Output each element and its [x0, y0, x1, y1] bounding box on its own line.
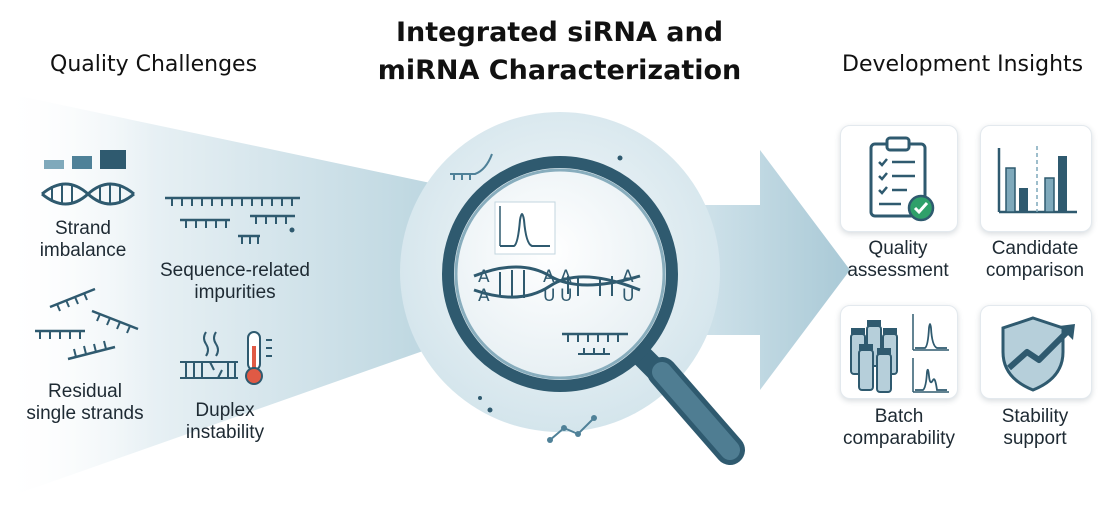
title-line-2: miRNA Characterization	[377, 55, 742, 86]
magnifying-glass-icon	[442, 153, 745, 465]
right-item-3-line2: comparability	[843, 428, 955, 449]
right-item-4-line2: support	[1003, 428, 1067, 449]
right-item-1-line2: assessment	[847, 260, 949, 281]
base-top-3: A	[560, 267, 572, 287]
left-item-4-line2: instability	[185, 422, 265, 443]
right-item-1: Quality assessment	[828, 238, 968, 282]
single-strands-icon	[35, 287, 139, 361]
base-top-1: A	[478, 267, 491, 287]
left-item-2-line1: Sequence-related	[160, 260, 310, 281]
left-item-2: Sequence-related impurities	[150, 260, 320, 304]
duplex-thermometer-icon	[180, 331, 272, 385]
card-batch-comparability	[840, 305, 958, 399]
page-title: Integrated siRNA and miRNA Characterizat…	[0, 14, 1119, 90]
base-top-4: A	[622, 267, 634, 287]
right-item-3: Batch comparability	[828, 406, 970, 450]
sequence-impurities-icon	[165, 196, 300, 244]
left-item-3-line1: Residual	[48, 381, 122, 402]
right-item-2: Candidate comparison	[968, 238, 1102, 282]
floating-strand	[450, 153, 493, 180]
right-item-2-line2: comparison	[985, 260, 1085, 281]
base-top-2: A	[543, 267, 555, 287]
clipboard-check-icon	[869, 136, 935, 222]
base-bottom-4: U	[622, 286, 635, 306]
output-arrow	[700, 150, 850, 390]
right-heading: Development Insights	[842, 52, 1084, 77]
left-item-3: Residual single strands	[10, 381, 160, 425]
left-item-2-line2: impurities	[194, 282, 276, 303]
bar-chart-icon	[997, 146, 1077, 214]
left-item-1: Strand imbalance	[18, 218, 148, 262]
right-item-4-line1: Stability	[1001, 406, 1069, 427]
left-heading: Quality Challenges	[50, 52, 258, 77]
title-line-1: Integrated siRNA and	[395, 17, 724, 48]
left-item-4-line1: Duplex	[195, 400, 255, 421]
left-item-4: Duplex instability	[165, 400, 285, 444]
shield-trend-icon	[1001, 316, 1075, 392]
base-bottom-2: U	[543, 286, 556, 306]
base-bottom-3: U	[560, 286, 573, 306]
strand-imbalance-icon	[41, 150, 135, 206]
left-item-1-line1: Strand	[55, 218, 111, 239]
card-quality-assessment	[840, 125, 958, 232]
left-item-1-line2: imbalance	[39, 240, 127, 261]
card-candidate-comparison	[980, 125, 1092, 232]
card-stability-support	[980, 305, 1092, 399]
right-item-4: Stability support	[968, 406, 1102, 450]
left-item-3-line2: single strands	[26, 403, 144, 424]
vials-icon	[850, 314, 949, 393]
right-item-2-line1: Candidate	[991, 238, 1079, 259]
right-item-1-line1: Quality	[868, 238, 928, 259]
right-item-3-line1: Batch	[874, 406, 924, 427]
base-bottom-1: A	[478, 286, 490, 306]
